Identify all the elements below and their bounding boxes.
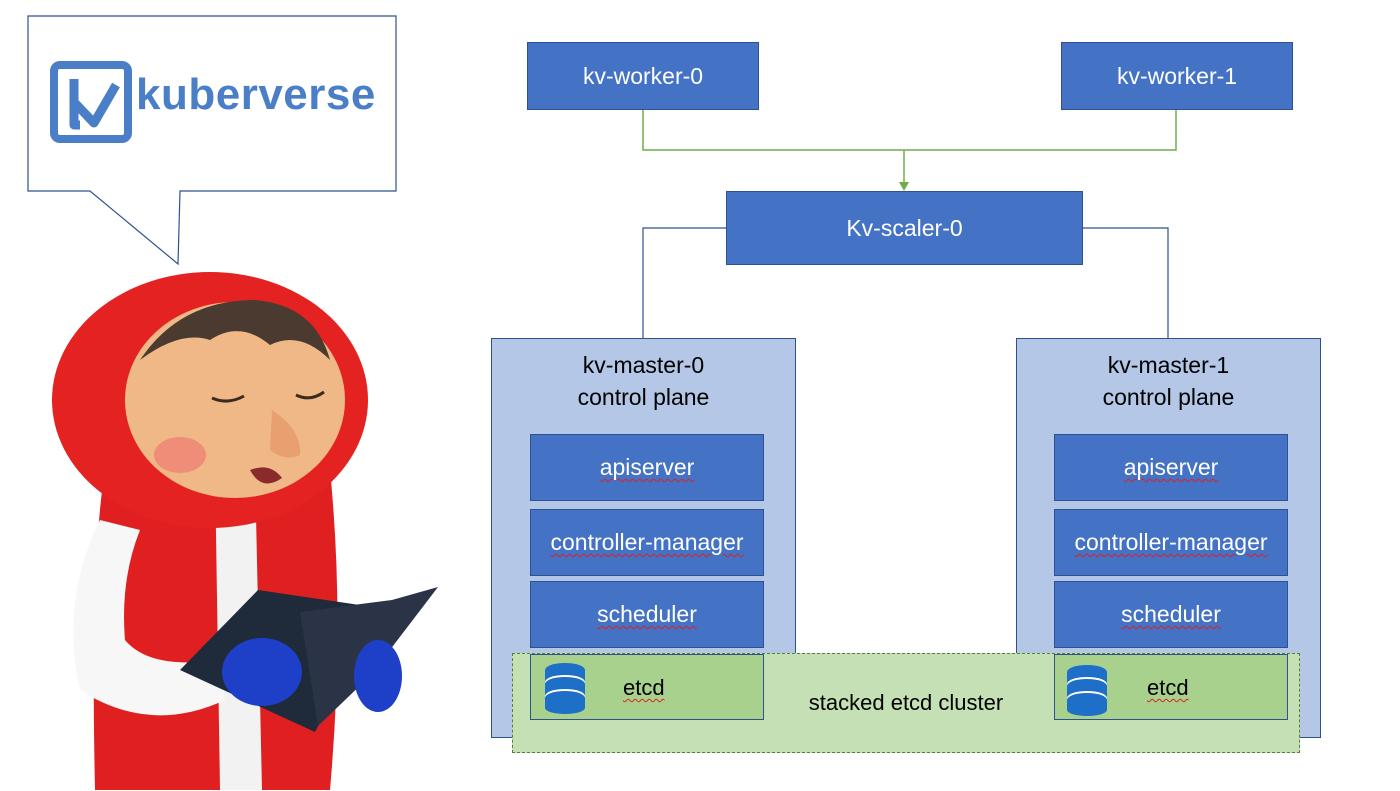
kuberverse-logo-icon [50,61,132,143]
kv-worker-0-label: kv-worker-0 [582,62,704,89]
kv-master-1-name: kv-master-1 [1107,352,1230,378]
arrowhead-icon [899,182,909,191]
master-1-apiserver: apiserver [1054,434,1288,501]
kv-scaler-0-label: Kv-scaler-0 [846,214,963,241]
master-1-controller-manager-label: controller-manager [1074,529,1268,555]
master-1-etcd: etcd [1054,654,1288,720]
master-0-etcd-label: etcd [623,675,665,700]
master-1-scheduler-label: scheduler [1121,601,1221,627]
kv-worker-1-label: kv-worker-1 [1116,62,1238,89]
database-icon [1067,665,1107,716]
kv-scaler-0-node: Kv-scaler-0 [726,191,1083,265]
scaler-to-master-1-line [1083,227,1169,338]
kv-worker-0-node: kv-worker-0 [527,42,759,110]
master-0-controller-manager: controller-manager [530,509,764,576]
master-0-scheduler-label: scheduler [597,601,697,627]
database-icon [545,663,585,714]
master-1-scheduler: scheduler [1054,581,1288,648]
master-0-apiserver: apiserver [530,434,764,501]
kv-master-0-subtitle: control plane [577,384,710,410]
kv-master-1-subtitle: control plane [1102,384,1235,410]
master-0-apiserver-label: apiserver [599,454,695,480]
logo-text: kuberverse [136,70,376,119]
master-1-controller-manager: controller-manager [1054,509,1288,576]
master-0-scheduler: scheduler [530,581,764,648]
master-0-controller-manager-label: controller-manager [550,529,744,555]
kv-master-1-title: kv-master-1 control plane [1017,349,1320,413]
master-0-etcd: etcd [530,654,764,720]
master-1-apiserver-label: apiserver [1123,454,1219,480]
kv-master-0-name: kv-master-0 [582,352,705,378]
master-1-etcd-label: etcd [1147,675,1189,700]
kv-master-0-title: kv-master-0 control plane [492,349,795,413]
stacked-etcd-cluster-label: stacked etcd cluster [808,690,1004,715]
scaler-to-master-0-line [642,227,726,338]
worker-link-line [642,110,1177,151]
kv-worker-1-node: kv-worker-1 [1061,42,1293,110]
